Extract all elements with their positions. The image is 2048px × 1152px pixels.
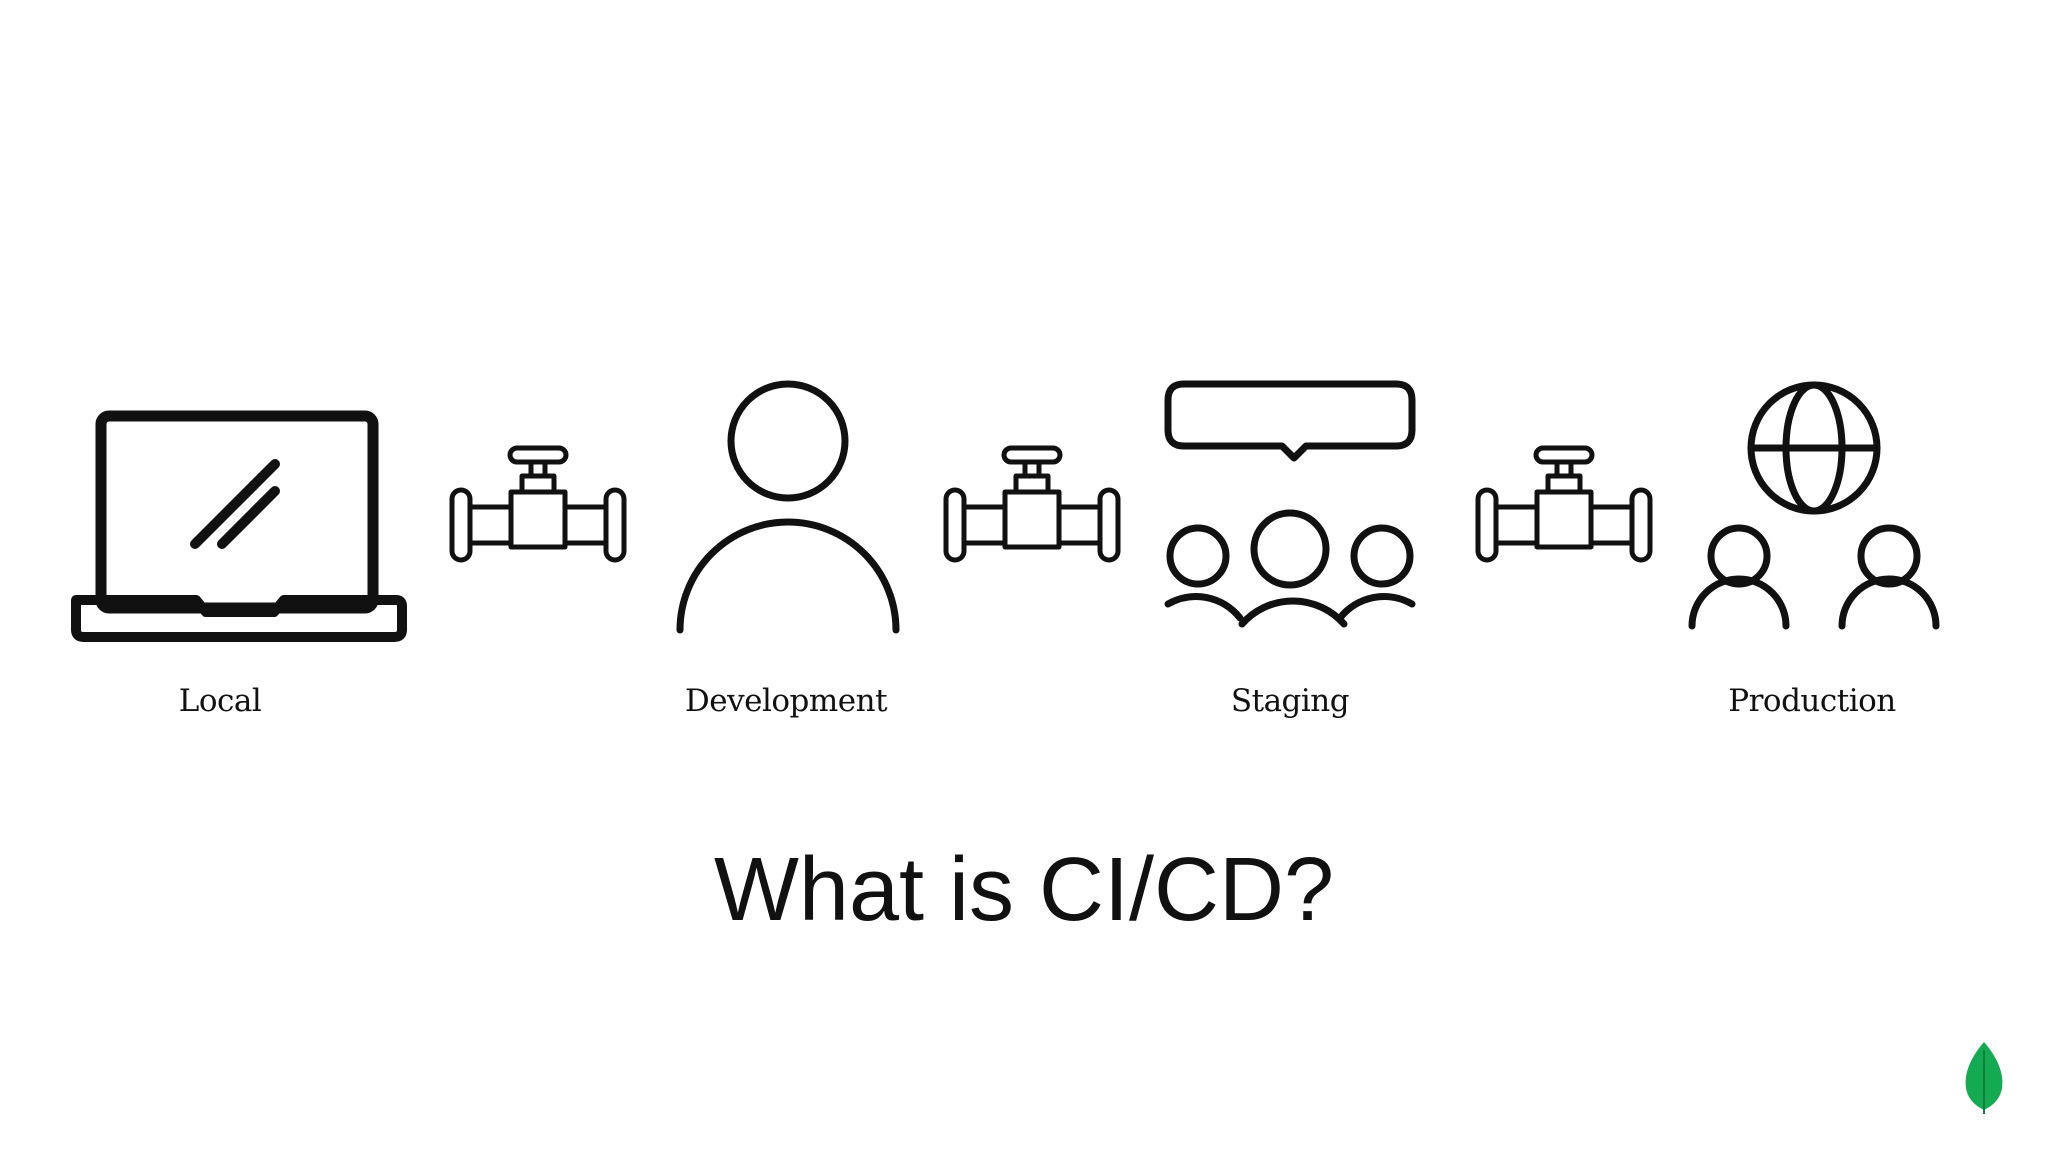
pipe-valve-icon (942, 442, 1122, 567)
leaf-logo-icon (1962, 1040, 2006, 1120)
pipe-valve-icon (1474, 442, 1654, 567)
stage-label-development: Development (684, 683, 888, 719)
pipe-valve-icon (448, 442, 628, 567)
stage-label-staging: Staging (1230, 683, 1350, 719)
person-icon (670, 378, 910, 638)
group-speech-bubble-icon (1160, 378, 1420, 638)
stage-label-production: Production (1728, 683, 1896, 719)
stage-label-local: Local (178, 683, 262, 719)
globe-users-icon (1680, 378, 1950, 638)
slide-title: What is CI/CD? (713, 840, 1335, 940)
laptop-icon (70, 410, 410, 650)
